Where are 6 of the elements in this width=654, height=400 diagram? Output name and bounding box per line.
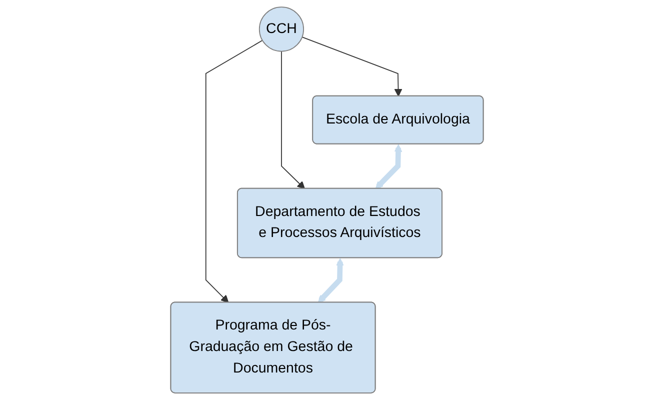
arrow — [318, 258, 344, 303]
arrow — [302, 36, 402, 97]
node-circle: CCH — [258, 6, 304, 52]
arrow — [375, 144, 402, 190]
arrow — [205, 40, 263, 303]
arrow — [281, 50, 306, 190]
